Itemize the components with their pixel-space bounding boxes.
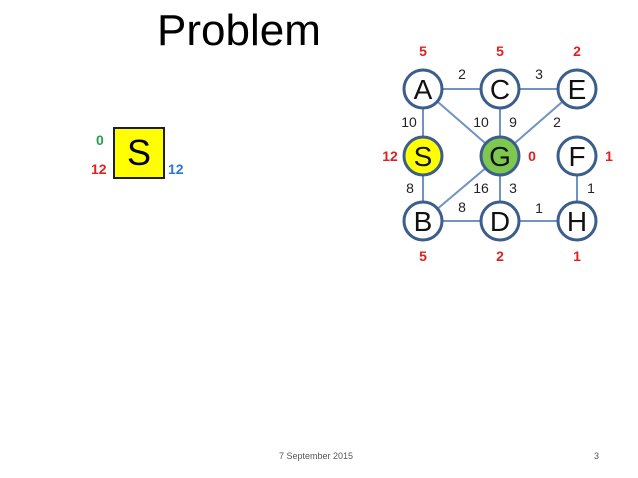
start-heuristic-value: 12 — [91, 161, 107, 177]
node-g — [479, 135, 521, 177]
node-d — [479, 200, 521, 242]
slide-title: Problem — [157, 6, 321, 55]
node-label-s: S — [414, 141, 433, 172]
edge-weight-a-g: 10 — [473, 114, 489, 130]
heuristic-g: 0 — [528, 148, 536, 164]
heuristic-a: 5 — [419, 43, 427, 59]
heuristic-d: 2 — [496, 248, 504, 264]
node-label-b: B — [414, 206, 433, 237]
edge-weight-a-c: 2 — [458, 66, 466, 82]
node-f — [556, 135, 598, 177]
edge-weight-c-g: 9 — [509, 114, 517, 130]
edge-weight-e-g: 2 — [553, 114, 561, 130]
node-h — [556, 200, 598, 242]
edge-weight-s-b: 8 — [406, 180, 414, 196]
start-cost-value: 0 — [96, 132, 104, 148]
node-label-d: D — [490, 206, 510, 237]
start-total-value: 12 — [168, 161, 184, 177]
node-e — [556, 68, 598, 110]
heuristic-f: 1 — [605, 148, 613, 164]
node-label-a: A — [414, 74, 433, 105]
heuristic-s: 12 — [382, 148, 398, 164]
node-label-g: G — [489, 141, 511, 172]
heuristic-h: 1 — [573, 248, 581, 264]
edge-weight-a-s: 10 — [401, 114, 417, 130]
heuristic-b: 5 — [419, 248, 427, 264]
node-s — [402, 135, 444, 177]
node-label-e: E — [568, 74, 587, 105]
node-b — [402, 200, 444, 242]
edge-weight-d-h: 1 — [535, 200, 543, 216]
node-label-c: C — [490, 74, 510, 105]
edge-weight-g-d: 3 — [509, 180, 517, 196]
edge-weight-b-d: 8 — [458, 199, 466, 215]
edge-weight-f-h: 1 — [587, 180, 595, 196]
start-node-label: S — [126, 132, 151, 173]
node-c — [479, 68, 521, 110]
node-label-h: H — [567, 206, 587, 237]
slide-date: 7 September 2015 — [279, 451, 354, 461]
slide-page-number: 3 — [594, 451, 600, 461]
node-a — [402, 68, 444, 110]
heuristic-c: 5 — [496, 43, 504, 59]
node-label-f: F — [568, 141, 585, 172]
edge-weight-c-e: 3 — [535, 66, 543, 82]
start-node-box: S — [113, 127, 165, 179]
heuristic-e: 2 — [573, 43, 581, 59]
edge-weight-b-g: 16 — [473, 180, 489, 196]
